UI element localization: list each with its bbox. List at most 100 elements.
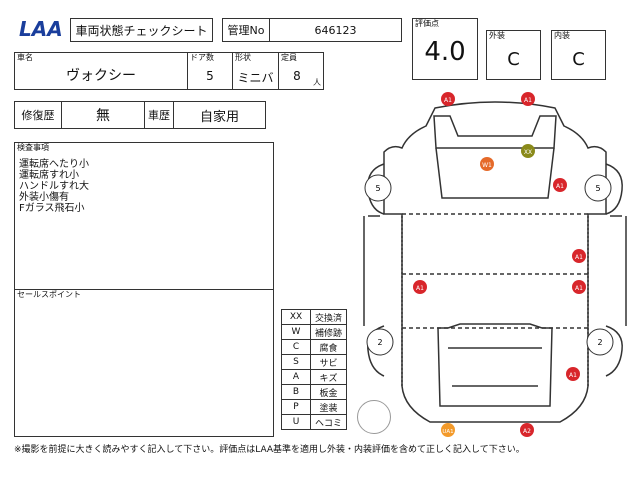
repair-label: 修復歴 <box>21 109 55 122</box>
legend-code: C <box>281 339 311 355</box>
usage-label: 車歴 <box>148 109 170 122</box>
inspection-lines: 運転席へたり小 運転席すれ小 ハンドルすれ大 外装小傷有 Fガラス飛石小 <box>19 159 89 214</box>
inspection-title: 検査事項 <box>17 143 49 152</box>
mark-w1 <box>480 157 494 171</box>
interior-label: 内装 <box>554 31 570 40</box>
mgmt-no-label: 管理No <box>227 24 265 37</box>
interior-box: 内装 C <box>551 30 606 80</box>
inspection-line: 運転席へたり小 <box>19 159 89 170</box>
logo-text: LAA <box>19 18 63 40</box>
mark-a1 <box>441 92 455 106</box>
exterior-value: C <box>507 49 520 70</box>
mark-w1-label: W1 <box>482 162 492 169</box>
mark-a1-label: A1 <box>524 97 532 104</box>
mark-a1-label: A1 <box>416 285 424 292</box>
tire-rear-left-label: 2 <box>377 338 382 347</box>
mark-a1 <box>521 92 535 106</box>
mark-a1 <box>553 178 567 192</box>
tire-rear-right-label: 2 <box>597 338 602 347</box>
doors-cell: ドア数 5 <box>187 52 233 90</box>
score-value: 4.0 <box>424 37 466 67</box>
legend-code: B <box>281 384 311 400</box>
sheet-title-text: 車両状態チェックシート <box>75 23 208 38</box>
mgmt-no-label-cell: 管理No <box>222 18 270 42</box>
mark-a1 <box>572 249 586 263</box>
sheet-title: 車両状態チェックシート <box>70 18 213 42</box>
capacity-unit: 人 <box>313 78 321 87</box>
legend-meaning: サビ <box>310 354 347 370</box>
legend-meaning: キズ <box>310 369 347 385</box>
stamp-circle <box>357 400 391 434</box>
capacity-cell: 定員 8 人 <box>278 52 324 90</box>
capacity-value: 8 <box>293 69 301 83</box>
laa-logo-mark: LAA <box>19 17 63 41</box>
car-name-label: 車名 <box>17 53 33 62</box>
shape-cell: 形状 ミニバ <box>232 52 279 90</box>
legend-meaning: 腐食 <box>310 339 347 355</box>
legend-meaning: 板金 <box>310 384 347 400</box>
damage-marks: A1 A1 W1 XX A1 A1 A1 A1 A1 UA1 A2 <box>413 92 586 437</box>
shape-label: 形状 <box>235 53 251 62</box>
legend-code: W <box>281 324 311 340</box>
mark-ua1-label: UA1 <box>442 429 453 435</box>
mark-a1-label: A1 <box>569 372 577 379</box>
repair-label-cell: 修復歴 <box>14 101 62 129</box>
laa-logo: LAA <box>17 17 69 41</box>
sales-title: セールスポイント <box>17 290 81 299</box>
capacity-label: 定員 <box>281 53 297 62</box>
mgmt-no-value-cell: 646123 <box>269 18 402 42</box>
footer-note-text: ※撮影を前提に大きく読みやすく記入して下さい。評価点はLAA基準を適用し外装・内… <box>14 445 525 455</box>
exterior-label: 外装 <box>489 31 505 40</box>
inspection-line: ハンドルすれ大 <box>19 181 89 192</box>
doors-label: ドア数 <box>190 53 214 62</box>
legend-code: S <box>281 354 311 370</box>
inspection-line: 運転席すれ小 <box>19 170 79 181</box>
interior-value: C <box>572 49 585 70</box>
repair-value: 無 <box>96 108 110 124</box>
mark-a1-label: A1 <box>575 285 583 292</box>
tire-rear-right <box>586 328 614 356</box>
tire-rear-left <box>366 328 394 356</box>
mgmt-no-value: 646123 <box>314 23 357 37</box>
mark-xx <box>521 144 535 158</box>
mark-xx-label: XX <box>524 149 532 156</box>
tire-front-left-label: 5 <box>375 184 380 193</box>
doors-value: 5 <box>206 69 214 83</box>
car-diagram: 5 5 2 2 A1 A1 W1 XX A1 A1 A1 A1 A1 UA1 A… <box>363 92 627 437</box>
mark-a1 <box>566 367 580 381</box>
usage-label-cell: 車歴 <box>144 101 174 129</box>
tire-front-left <box>364 174 392 202</box>
score-label: 評価点 <box>415 19 439 28</box>
tire-markers: 5 5 2 2 <box>364 174 614 356</box>
legend-code: U <box>281 414 311 430</box>
tire-front-right-label: 5 <box>595 184 600 193</box>
mark-a1-label: A1 <box>444 97 452 104</box>
mark-a2-label: A2 <box>523 428 531 435</box>
footer-note: ※撮影を前提に大きく読みやすく記入して下さい。評価点はLAA基準を適用し外装・内… <box>14 442 626 455</box>
mark-a1-label: A1 <box>556 183 564 190</box>
score-box: 評価点 4.0 <box>412 18 478 80</box>
mark-a2 <box>520 423 534 437</box>
inspection-box: 検査事項 運転席へたり小 運転席すれ小 ハンドルすれ大 外装小傷有 Fガラス飛石… <box>14 142 274 290</box>
legend-meaning: 交換済 <box>310 309 347 325</box>
car-name-cell: 車名 ヴォクシー <box>14 52 188 90</box>
mark-a1-label: A1 <box>575 254 583 261</box>
legend-meaning: 補修跡 <box>310 324 347 340</box>
usage-value-cell: 自家用 <box>173 101 266 129</box>
sales-box: セールスポイント <box>14 289 274 437</box>
mark-a1 <box>413 280 427 294</box>
mark-ua1 <box>441 423 455 437</box>
mark-a1 <box>572 280 586 294</box>
legend-code: A <box>281 369 311 385</box>
legend-meaning: 塗装 <box>310 399 347 415</box>
usage-value: 自家用 <box>199 109 239 125</box>
repair-value-cell: 無 <box>61 101 145 129</box>
